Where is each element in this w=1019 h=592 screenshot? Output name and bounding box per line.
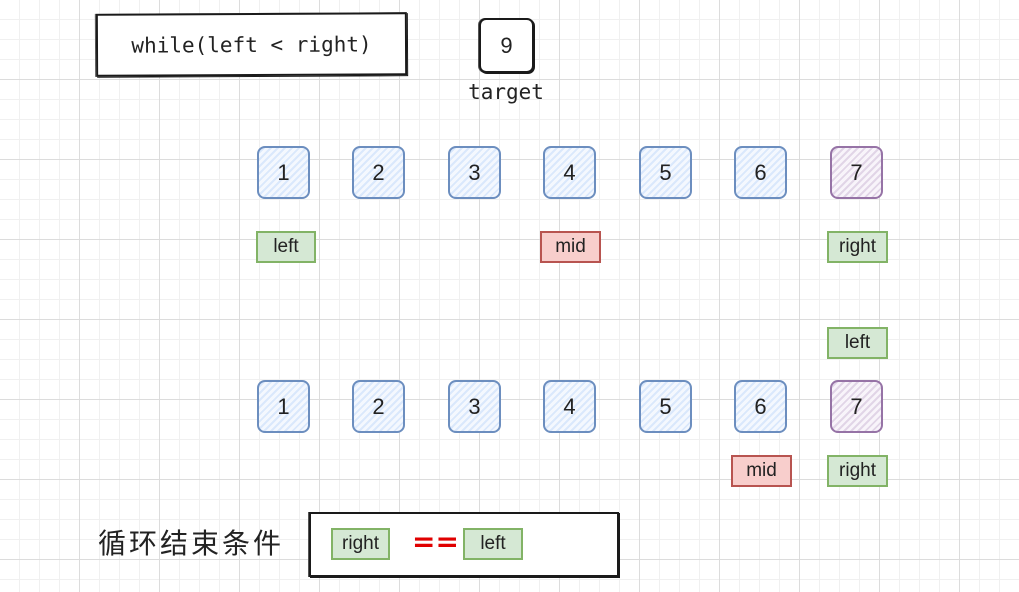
row2-mid-pointer: mid	[731, 455, 792, 487]
row1-cell-1: 1	[257, 146, 310, 199]
target-value-box: 9	[479, 18, 534, 73]
row2-right-pointer: right	[827, 455, 888, 487]
condition-right-operand: right	[331, 528, 390, 560]
row1-cell-4: 4	[543, 146, 596, 199]
row2-cell-7: 7	[830, 380, 883, 433]
row2-cell-4: 4	[543, 380, 596, 433]
equals-operator: ==	[412, 525, 459, 558]
row2-cell-6: 6	[734, 380, 787, 433]
loop-condition-code: while(left < right)	[95, 12, 408, 77]
row1-cell-3: 3	[448, 146, 501, 199]
row2-left-pointer: left	[827, 327, 888, 359]
row2-cell-5: 5	[639, 380, 692, 433]
row1-cell-5: 5	[639, 146, 692, 199]
row1-cell-6: 6	[734, 146, 787, 199]
row1-right-pointer: right	[827, 231, 888, 263]
condition-left-operand: left	[463, 528, 523, 560]
condition-label: 循环结束条件	[98, 527, 285, 560]
row1-mid-pointer: mid	[540, 231, 601, 263]
row2-cell-3: 3	[448, 380, 501, 433]
row2-cell-1: 1	[257, 380, 310, 433]
row1-cell-2: 2	[352, 146, 405, 199]
row2-cell-2: 2	[352, 380, 405, 433]
row1-cell-7: 7	[830, 146, 883, 199]
row1-left-pointer: left	[256, 231, 316, 263]
target-label: target	[468, 80, 544, 104]
